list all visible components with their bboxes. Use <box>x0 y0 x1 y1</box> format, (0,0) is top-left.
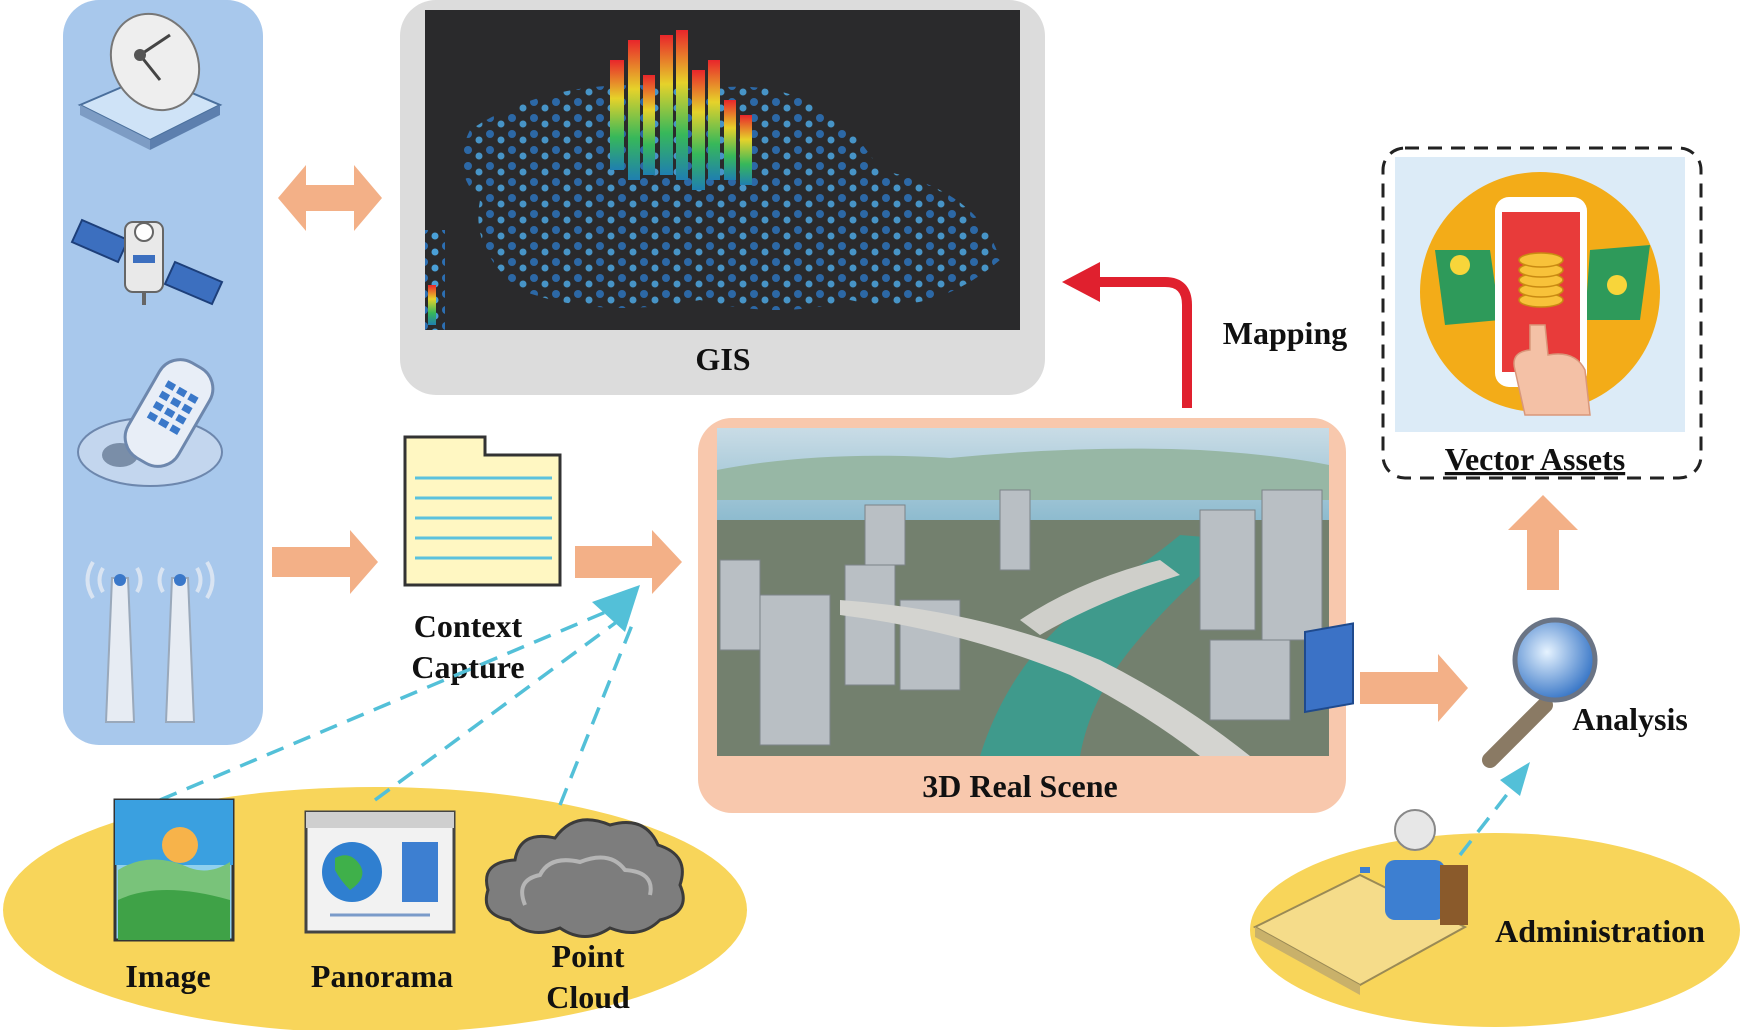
admin-to-analysis-dashed-arrow <box>1458 786 1514 857</box>
analysis-to-assets-arrow <box>1508 495 1578 590</box>
phone-coins-picture <box>1395 157 1685 432</box>
gis-3d-map-picture <box>425 10 1020 330</box>
antenna-tower-icon <box>85 560 215 723</box>
satellite-icon <box>70 218 224 306</box>
satellite-dish-icon <box>77 12 223 150</box>
scene-to-analysis-arrow <box>1360 654 1468 722</box>
pointcloud-to-capture-dashed-arrow <box>558 624 634 806</box>
magnifier-icon <box>1482 617 1598 768</box>
administrator-workstation-icon <box>1252 622 1468 995</box>
mapping-arrow-head <box>1062 262 1100 302</box>
sensor-gis-double-arrow <box>278 165 382 231</box>
document-icon <box>403 435 562 587</box>
mapping-label: Mapping <box>1223 315 1347 351</box>
mapping-arrow-shaft <box>1090 277 1192 408</box>
3d-city-scene-picture <box>717 428 1329 756</box>
panorama-icon <box>304 810 456 934</box>
mobile-phone-icon <box>77 358 223 487</box>
image-icon <box>113 798 235 942</box>
vector-assets-label: Vector Assets <box>1445 441 1625 477</box>
image-to-capture-dashed-arrow <box>159 604 621 802</box>
analysis-dashed-arrow-head <box>1500 762 1530 796</box>
panorama-label: Panorama <box>311 958 453 994</box>
analysis-label: Analysis <box>1572 701 1688 737</box>
sensor-to-capture-arrow <box>272 530 378 594</box>
point-cloud-label-line2: Cloud <box>546 979 630 1015</box>
capture-to-scene-arrow <box>575 530 682 594</box>
context-capture-label-line2: Capture <box>411 649 524 685</box>
gis-label: GIS <box>695 341 750 377</box>
point-cloud-icon <box>484 818 685 938</box>
real-scene-label: 3D Real Scene <box>922 768 1118 804</box>
administration-label: Administration <box>1495 913 1705 949</box>
context-capture-label-line1: Context <box>414 608 523 644</box>
point-cloud-label-line1: Point <box>552 938 625 974</box>
capture-dashed-arrow-head <box>592 585 640 632</box>
panorama-to-capture-dashed-arrow <box>373 616 624 802</box>
image-label: Image <box>125 958 210 994</box>
